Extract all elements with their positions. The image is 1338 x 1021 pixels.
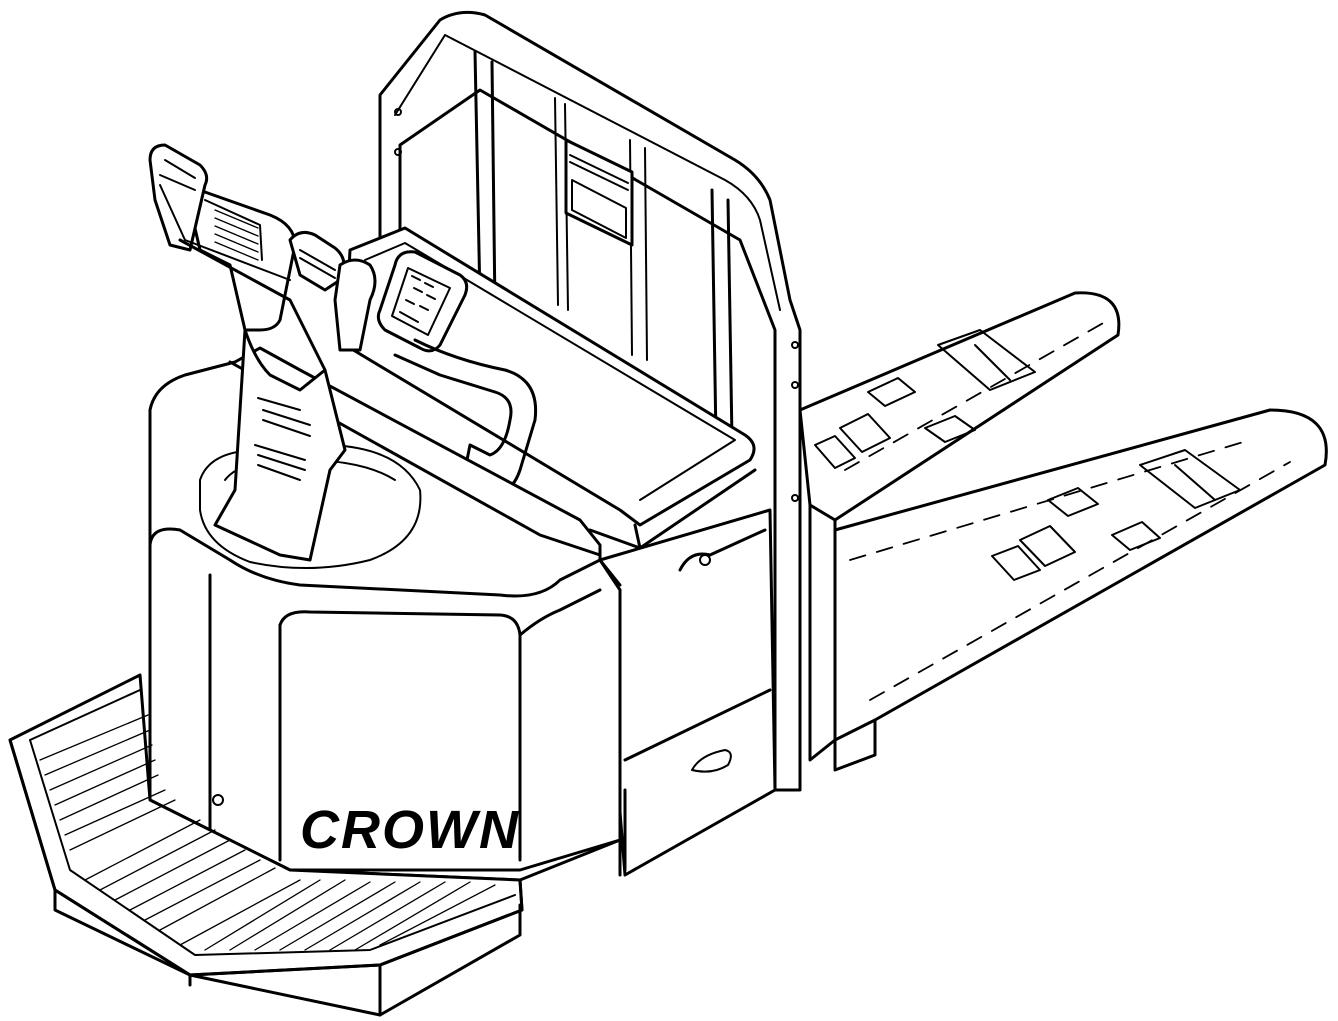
operator-platform bbox=[8, 558, 622, 1017]
battery-compartment bbox=[598, 508, 777, 877]
crown-logo: CROWN bbox=[300, 800, 520, 860]
load-backrest bbox=[378, 10, 802, 792]
crown-logo-text: CROWN bbox=[300, 800, 520, 860]
tiller-arm bbox=[148, 143, 377, 562]
control-panel bbox=[376, 250, 469, 353]
front-fork bbox=[833, 408, 1328, 772]
